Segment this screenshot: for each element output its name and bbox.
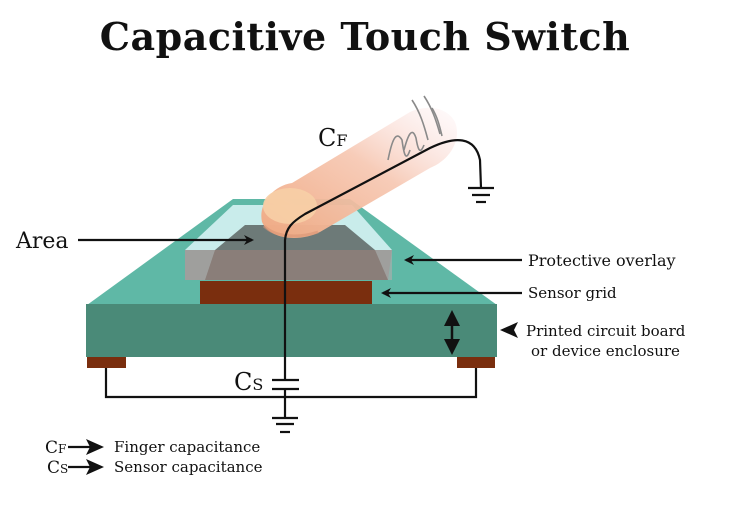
finger-illustration bbox=[261, 95, 458, 238]
arrow-right-icon bbox=[86, 439, 104, 455]
sensor-grid-label: Sensor grid bbox=[528, 284, 617, 302]
cs-label: CS bbox=[234, 368, 263, 396]
ground-icon bbox=[468, 186, 494, 204]
finger-wire bbox=[283, 139, 483, 380]
legend-item-finger: CF Finger capacitance bbox=[45, 438, 260, 458]
pcb-pad-right bbox=[457, 357, 495, 368]
svg-text:CS: CS bbox=[47, 458, 68, 478]
pcb-label-line2: or device enclosure bbox=[531, 342, 680, 360]
pcb-arrow-icon bbox=[500, 322, 518, 338]
pcb-pad-left bbox=[87, 357, 126, 368]
pcb-label-line1: Printed circuit board bbox=[526, 322, 686, 340]
protective-overlay-label: Protective overlay bbox=[528, 251, 676, 270]
overlay-front-slab bbox=[185, 250, 392, 280]
ground-icon bbox=[272, 416, 298, 434]
circuit-wiring bbox=[104, 139, 483, 418]
cf-label: CF bbox=[318, 124, 347, 152]
fingernail bbox=[263, 188, 317, 224]
pcb-front-face bbox=[86, 304, 497, 357]
legend: CF Finger capacitance CS Sensor capacita… bbox=[45, 438, 263, 478]
pad-loop-wire bbox=[104, 368, 478, 399]
svg-text:Sensor capacitance: Sensor capacitance bbox=[114, 458, 263, 476]
legend-item-sensor: CS Sensor capacitance bbox=[47, 458, 263, 478]
svg-text:Finger capacitance: Finger capacitance bbox=[114, 438, 260, 456]
arrow-right-icon bbox=[86, 459, 104, 475]
diagram-title: Capacitive Touch Switch bbox=[99, 14, 631, 59]
area-label: Area bbox=[15, 229, 69, 254]
motion-lines-icon bbox=[387, 95, 443, 161]
thickness-arrow-icon bbox=[444, 310, 460, 355]
svg-text:CF: CF bbox=[45, 438, 66, 458]
